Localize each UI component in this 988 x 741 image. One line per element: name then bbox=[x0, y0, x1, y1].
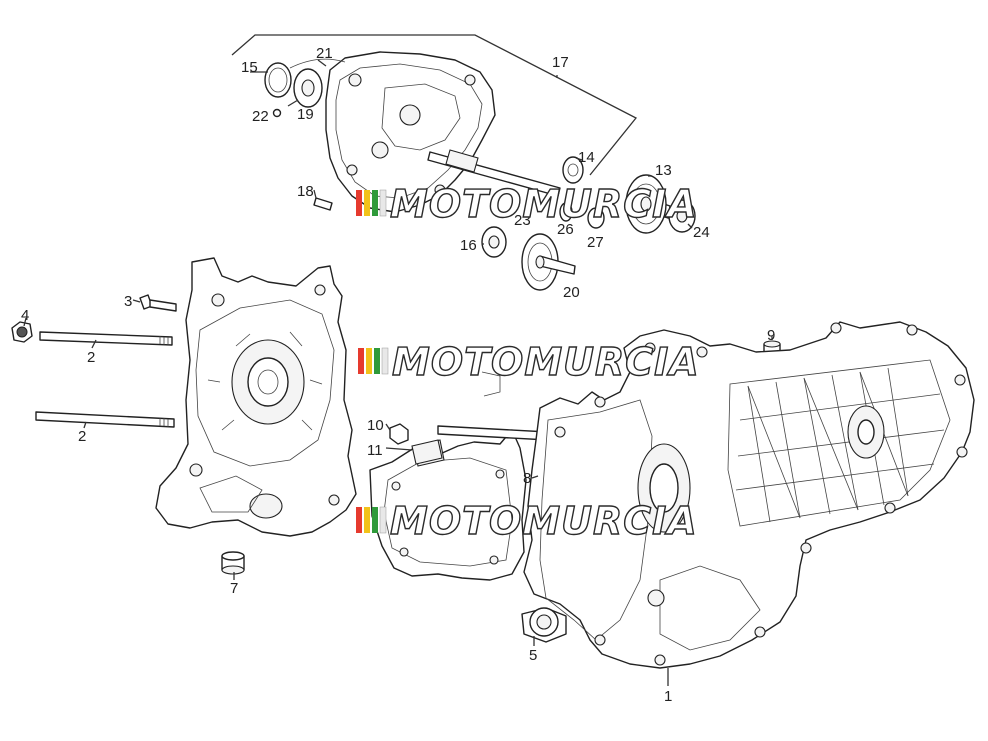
watermark-stripe-green bbox=[372, 190, 378, 216]
watermark-bottom: MOTOMURCIA bbox=[356, 498, 698, 544]
callout-16: 16 bbox=[460, 237, 477, 254]
callout-20: 20 bbox=[563, 284, 580, 301]
bolt-3 bbox=[139, 294, 177, 312]
watermark-stripe-white bbox=[379, 189, 387, 217]
callout-7: 7 bbox=[230, 580, 238, 597]
watermark-stripe-yellow bbox=[364, 190, 370, 216]
watermark-stripe-red bbox=[356, 190, 362, 216]
plate-11 bbox=[411, 439, 443, 465]
callout-1: 1 bbox=[664, 688, 672, 705]
bush-5 bbox=[521, 607, 567, 643]
left-crankcase-half bbox=[155, 257, 357, 537]
callout-18: 18 bbox=[297, 183, 314, 200]
transmission-cover-group bbox=[231, 34, 696, 291]
callout-8: 8 bbox=[523, 470, 531, 487]
callout-19: 19 bbox=[297, 106, 314, 123]
callout-11: 11 bbox=[367, 442, 383, 459]
callout-3: 3 bbox=[124, 293, 132, 310]
callout-14: 14 bbox=[578, 149, 595, 166]
washer-27 bbox=[587, 207, 605, 229]
washer-26 bbox=[559, 202, 573, 222]
callout-21: 21 bbox=[316, 45, 333, 62]
callout-23: 23 bbox=[514, 212, 531, 229]
callout-2-upper: 2 bbox=[87, 349, 95, 366]
callout-9: 9 bbox=[767, 327, 775, 344]
stud-bolt-lower bbox=[35, 411, 175, 428]
screw-18 bbox=[313, 197, 333, 211]
gear-cover-casting bbox=[325, 51, 496, 213]
callout-17: 17 bbox=[552, 54, 569, 71]
callout-2-lower: 2 bbox=[78, 428, 86, 445]
callout-15: 15 bbox=[241, 59, 258, 76]
gear-13 bbox=[625, 174, 671, 234]
seal-14 bbox=[562, 156, 584, 184]
callout-labels: 1 2 2 3 4 5 7 8 9 10 11 13 14 15 16 17 1… bbox=[21, 45, 775, 705]
group-bracket-line bbox=[231, 34, 638, 176]
callout-24: 24 bbox=[693, 224, 710, 241]
nut-4 bbox=[11, 321, 33, 343]
callout-10: 10 bbox=[367, 417, 384, 434]
callout-4: 4 bbox=[21, 307, 29, 324]
callout-5: 5 bbox=[529, 647, 537, 664]
bolt-10 bbox=[389, 423, 409, 445]
watermark-text: MOTOMURCIA bbox=[390, 182, 698, 226]
stud-bolt-center bbox=[437, 425, 549, 441]
right-crankcase-main bbox=[523, 321, 975, 669]
callout-27: 27 bbox=[587, 234, 604, 251]
watermark-top: MOTOMURCIA bbox=[356, 181, 698, 227]
callout-26: 26 bbox=[557, 221, 574, 238]
case-bolt-holes bbox=[554, 322, 968, 666]
watermark-text: MOTOMURCIA bbox=[392, 340, 700, 384]
crankcase-gasket bbox=[369, 371, 527, 581]
callout-13: 13 bbox=[655, 162, 672, 179]
watermark-middle: MOTOMURCIA bbox=[358, 339, 700, 385]
callout-22: 22 bbox=[252, 108, 269, 125]
bush-7 bbox=[221, 551, 245, 575]
gear-20 bbox=[521, 233, 576, 291]
stud-bolt-upper bbox=[39, 331, 173, 346]
ring-21 bbox=[289, 58, 346, 69]
watermark-text: MOTOMURCIA bbox=[390, 499, 698, 543]
pin-22 bbox=[272, 108, 282, 118]
leader-lines bbox=[23, 59, 773, 686]
